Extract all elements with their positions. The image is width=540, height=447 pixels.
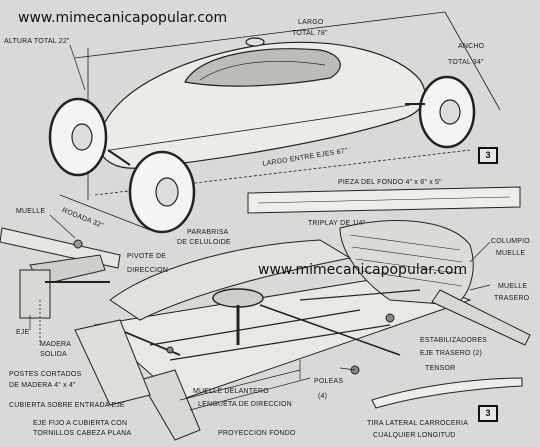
label-eje-fijo: EJE FIJO A CUBIERTA CON xyxy=(33,420,128,427)
label-madera-2: SOLIDA xyxy=(40,351,67,358)
label-ancho-total: TOTAL 34" xyxy=(448,59,484,66)
figure-number-lower: 3 xyxy=(478,405,498,422)
label-pivote: PIVOTE DE xyxy=(127,253,167,260)
label-madera: MADERA xyxy=(40,341,72,348)
label-tira-lateral: TIRA LATERAL CARROCERIA xyxy=(367,420,469,427)
label-poleas: POLEAS xyxy=(314,378,344,385)
label-muelle-delantero: MUELLE DELANTERO xyxy=(193,388,269,395)
label-eje: EJE xyxy=(16,329,30,336)
bottom-piece-strip xyxy=(247,186,521,214)
label-columpio-2: MUELLE xyxy=(496,250,526,257)
label-poleas-2: (4) xyxy=(318,393,328,400)
label-pivote-2: DIRECCION xyxy=(127,267,169,274)
label-parabrisa: PARABRISA xyxy=(187,229,229,236)
label-parabrisa-2: DE CELULOIDE xyxy=(177,239,231,246)
label-altura-total: ALTURA TOTAL 22" xyxy=(4,38,70,45)
label-largo: LARGO xyxy=(298,19,324,26)
label-postes-2: DE MADERA 4" x 4" xyxy=(9,382,76,389)
label-ancho: ANCHO xyxy=(458,43,485,50)
label-estabilizadores: ESTABILIZADORES xyxy=(420,337,488,344)
watermark-middle: www.mimecanicapopular.com xyxy=(258,262,468,278)
label-eje-trasero: EJE TRASERO (2) xyxy=(420,350,482,357)
figure-number-upper: 3 xyxy=(478,147,498,164)
label-muelle: MUELLE xyxy=(16,208,46,215)
label-columpio: COLUMPIO xyxy=(491,238,530,245)
label-postes: POSTES CORTADOS xyxy=(9,371,82,378)
label-eje-fijo-2: TORNILLOS CABEZA PLANA xyxy=(33,430,132,437)
front-axle-detail xyxy=(0,227,121,345)
chassis-illustration xyxy=(74,220,531,441)
label-triplay: TRIPLAY DE 1/4" xyxy=(308,220,366,227)
label-muelle-trasero-2: TRASERO xyxy=(494,295,530,302)
label-muelle-trasero: MUELLE xyxy=(498,283,528,290)
label-pieza-del-fondo: PIEZA DEL FONDO 4" x 8" x 5" xyxy=(338,179,442,186)
watermark-top: www.mimecanicapopular.com xyxy=(18,10,228,26)
label-tensor: TENSOR xyxy=(425,365,456,372)
car-body-illustration xyxy=(48,11,501,234)
label-cubierta-entrada: CUBIERTA SOBRE ENTRADA EJE xyxy=(9,402,125,409)
label-tira-lateral-2: CUALQUIER LONGITUD xyxy=(373,432,456,439)
leader-lines xyxy=(29,44,491,380)
label-proyeccion: PROYECCION FONDO xyxy=(218,430,296,437)
label-largo-total: TOTAL 78" xyxy=(292,30,328,37)
label-lengueta: LENGUETA DE DIRECCION xyxy=(198,401,292,408)
